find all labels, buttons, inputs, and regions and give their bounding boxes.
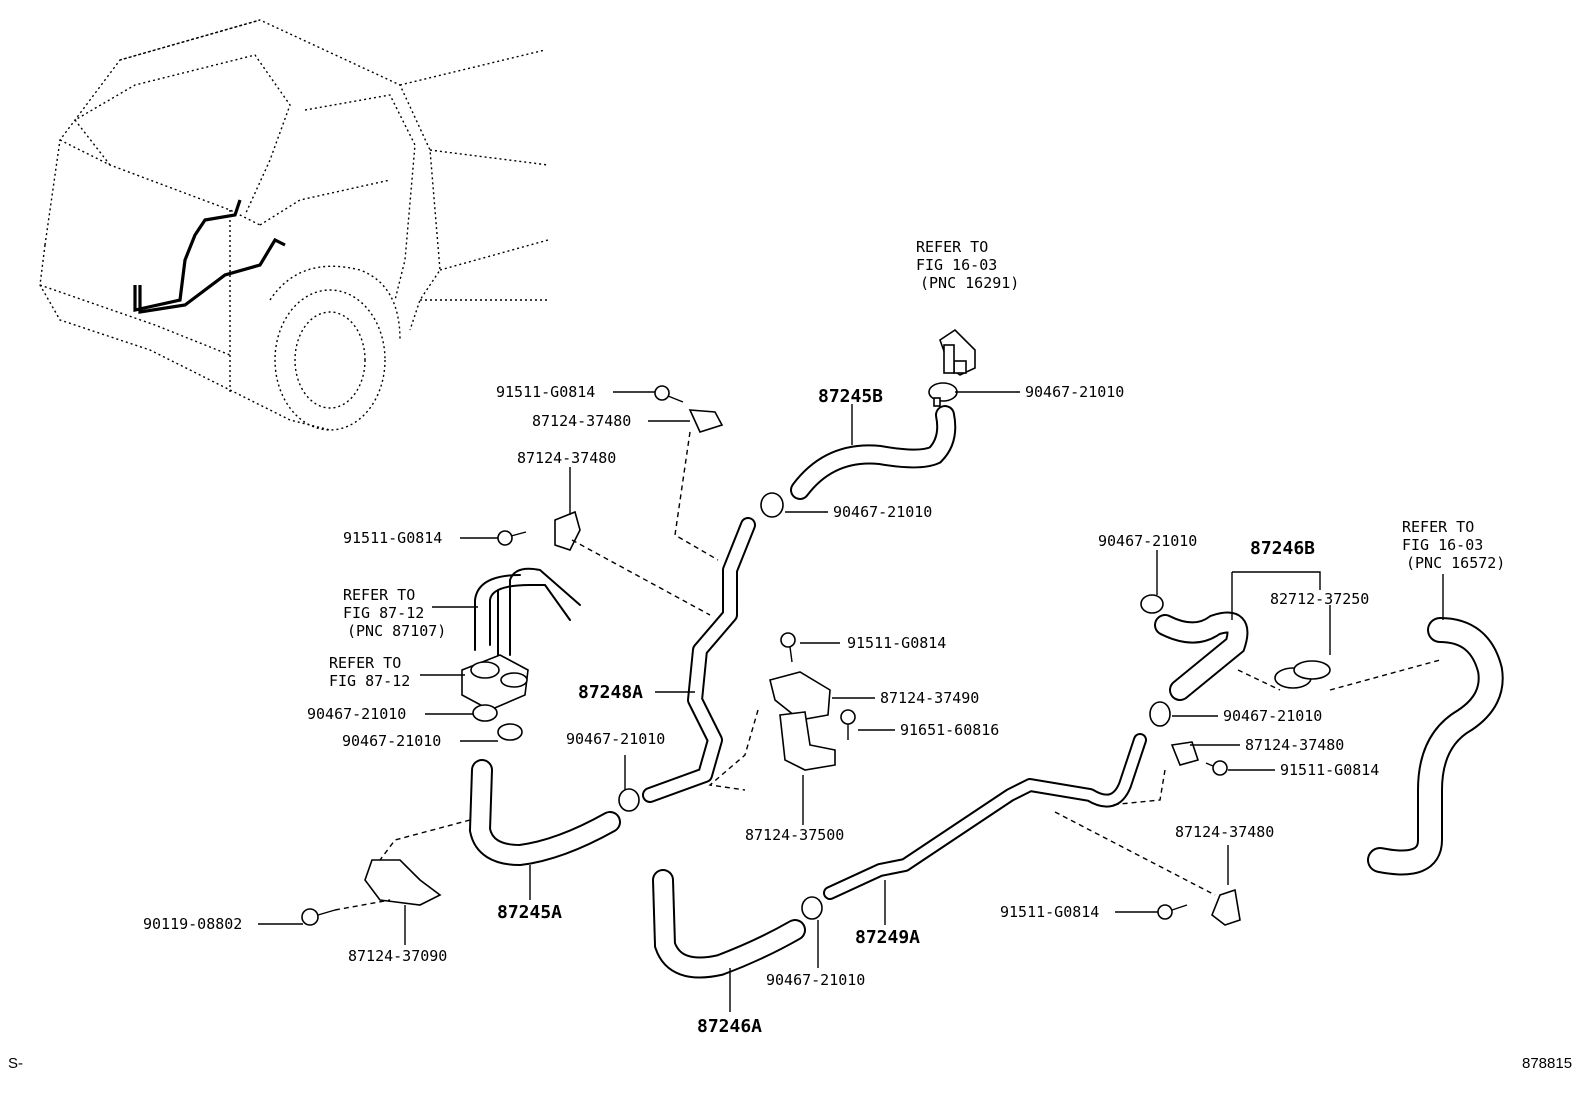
label-87246b: 87246B xyxy=(1250,538,1315,559)
bolt-90119 xyxy=(301,908,336,926)
bolt-91511-e xyxy=(1157,904,1188,920)
label-91511-c: 91511-G0814 xyxy=(847,634,946,652)
bracket-87124-37480-a xyxy=(688,409,724,433)
refer-mid-1: REFER TO xyxy=(343,586,415,604)
harness-wire xyxy=(133,199,286,314)
bolt-91511-a xyxy=(654,385,684,403)
bolt-91651 xyxy=(840,709,856,740)
label-87124-37480-d: 87124-37480 xyxy=(1175,823,1274,841)
heater-pipes xyxy=(474,567,581,661)
bracket-87124-37500 xyxy=(779,711,836,771)
clamp-90467-g xyxy=(1149,701,1171,727)
bracket-87124-37480-d xyxy=(1211,888,1241,926)
label-87245a: 87245A xyxy=(497,902,562,923)
label-87124-37500: 87124-37500 xyxy=(745,826,844,844)
clamp-90467-c xyxy=(1140,594,1164,614)
refer-right-1: REFER TO xyxy=(1402,518,1474,536)
corner-left-mark: S- xyxy=(8,1055,23,1072)
refer-low-2: FIG 87-12 xyxy=(329,672,410,690)
label-90467-b: 90467-21010 xyxy=(833,503,932,521)
label-90467-e: 90467-21010 xyxy=(342,732,441,750)
hose-87246a xyxy=(652,869,806,979)
part-labels: REFER TO FIG 16-03 (PNC 16291) REFER TO … xyxy=(8,238,1572,1072)
label-90467-f: 90467-21010 xyxy=(566,730,665,748)
hose-87246b xyxy=(1154,611,1249,701)
bracket-87124-37480-b xyxy=(554,510,581,551)
label-90467-h: 90467-21010 xyxy=(766,971,865,989)
bolt-91511-c xyxy=(780,632,796,663)
label-90467-g: 90467-21010 xyxy=(1223,707,1322,725)
hose-87248a xyxy=(642,517,756,803)
bracket-87124-37490 xyxy=(769,671,831,721)
refer-top-3: (PNC 16291) xyxy=(920,274,1019,292)
label-90467-c: 90467-21010 xyxy=(1098,532,1197,550)
clamp-90467-d xyxy=(472,704,498,722)
bracket-87124-37480-c xyxy=(1170,741,1200,766)
label-91511-a: 91511-G0814 xyxy=(496,383,595,401)
label-91511-e: 91511-G0814 xyxy=(1000,903,1099,921)
refer-top-1: REFER TO xyxy=(916,238,988,256)
clamp-90467-h xyxy=(801,896,823,920)
clamp-90467-b xyxy=(760,492,784,518)
label-87248a: 87248A xyxy=(578,682,643,703)
grommet xyxy=(461,654,529,711)
label-87124-37490: 87124-37490 xyxy=(880,689,979,707)
clamp-82712 xyxy=(1274,660,1331,689)
water-valve xyxy=(939,328,976,376)
label-87124-37090: 87124-37090 xyxy=(348,947,447,965)
label-87124-37480-c: 87124-37480 xyxy=(1245,736,1344,754)
hose-87249a xyxy=(823,733,1147,900)
clamp-90467-f xyxy=(618,788,640,812)
hose-87245a xyxy=(468,759,621,867)
refer-right-2: FIG 16-03 xyxy=(1402,536,1483,554)
guide-lines xyxy=(334,431,1441,911)
label-87249a: 87249A xyxy=(855,927,920,948)
label-90119: 90119-08802 xyxy=(143,915,242,933)
refer-low-1: REFER TO xyxy=(329,654,401,672)
refer-top-2: FIG 16-03 xyxy=(916,256,997,274)
label-91511-d: 91511-G0814 xyxy=(1280,761,1379,779)
leader-lines xyxy=(258,391,1444,1012)
label-87124-37480-b: 87124-37480 xyxy=(517,449,616,467)
label-91511-b: 91511-G0814 xyxy=(343,529,442,547)
bolt-91511-b xyxy=(497,530,527,546)
label-82712: 82712-37250 xyxy=(1270,590,1369,608)
label-91651: 91651-60816 xyxy=(900,721,999,739)
refer-mid-2: FIG 87-12 xyxy=(343,604,424,622)
label-87124-37480-a: 87124-37480 xyxy=(532,412,631,430)
hose-87245b xyxy=(790,405,957,500)
bolt-91511-d xyxy=(1205,760,1228,776)
label-87245b: 87245B xyxy=(818,386,883,407)
bracket-87124-37090 xyxy=(364,859,442,906)
label-90467-d: 90467-21010 xyxy=(307,705,406,723)
clamp-90467-a xyxy=(928,382,958,407)
refer-right-3: (PNC 16572) xyxy=(1406,554,1505,572)
clamp-90467-e xyxy=(497,723,523,741)
figure-number: 878815 xyxy=(1522,1055,1572,1072)
label-90467-a: 90467-21010 xyxy=(1025,383,1124,401)
refer-mid-3: (PNC 87107) xyxy=(347,622,446,640)
hose-right xyxy=(1367,617,1504,876)
truck-outline xyxy=(39,19,549,431)
label-87246a: 87246A xyxy=(697,1016,762,1037)
